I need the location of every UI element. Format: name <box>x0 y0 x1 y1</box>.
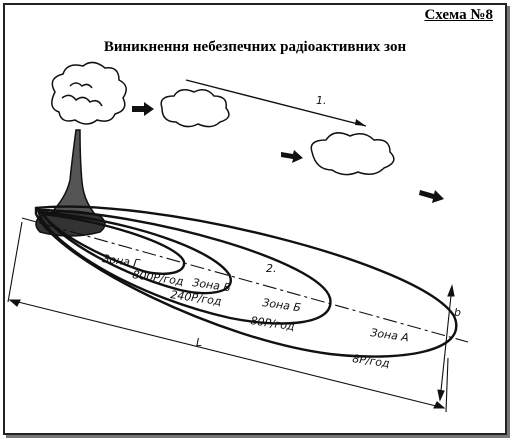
wind-marker-label: 1. <box>316 94 327 107</box>
zone-g-name: Зона Г <box>102 252 142 270</box>
drifting-cloud-icon <box>160 89 230 128</box>
zone-a-outline <box>34 205 458 358</box>
zone-g-outline <box>41 212 186 275</box>
zone-a-name: Зона А <box>370 326 410 344</box>
scheme-number: Схема №8 <box>424 7 493 23</box>
axis-marker-label: 2. <box>266 262 277 275</box>
zone-labels: Зона Г 800Р/год Зона В 240Р/год Зона Б 8… <box>102 252 410 370</box>
wind-arrow-icon <box>132 102 444 203</box>
zone-b-outline <box>36 208 332 325</box>
zone-b-name: Зона Б <box>262 296 302 314</box>
wind-direction-marker: 1. <box>185 79 367 127</box>
trace-axis: 2. <box>21 217 469 343</box>
zone-v-name: Зона В <box>192 276 232 294</box>
length-label: L <box>196 336 202 349</box>
zone-b-dose: 80Р/год <box>250 314 296 333</box>
contamination-zones <box>34 205 458 358</box>
width-label: b <box>454 306 461 319</box>
zone-v-outline <box>36 210 232 295</box>
diagram-title: Виникнення небезпечних радіоактивних зон <box>103 39 407 55</box>
mushroom-cloud-icon <box>35 61 127 237</box>
zone-a-dose: 8Р/год <box>352 352 391 370</box>
width-dimension: b <box>437 284 461 402</box>
length-dimension: L <box>7 221 449 413</box>
drifting-cloud-icon <box>310 132 395 176</box>
